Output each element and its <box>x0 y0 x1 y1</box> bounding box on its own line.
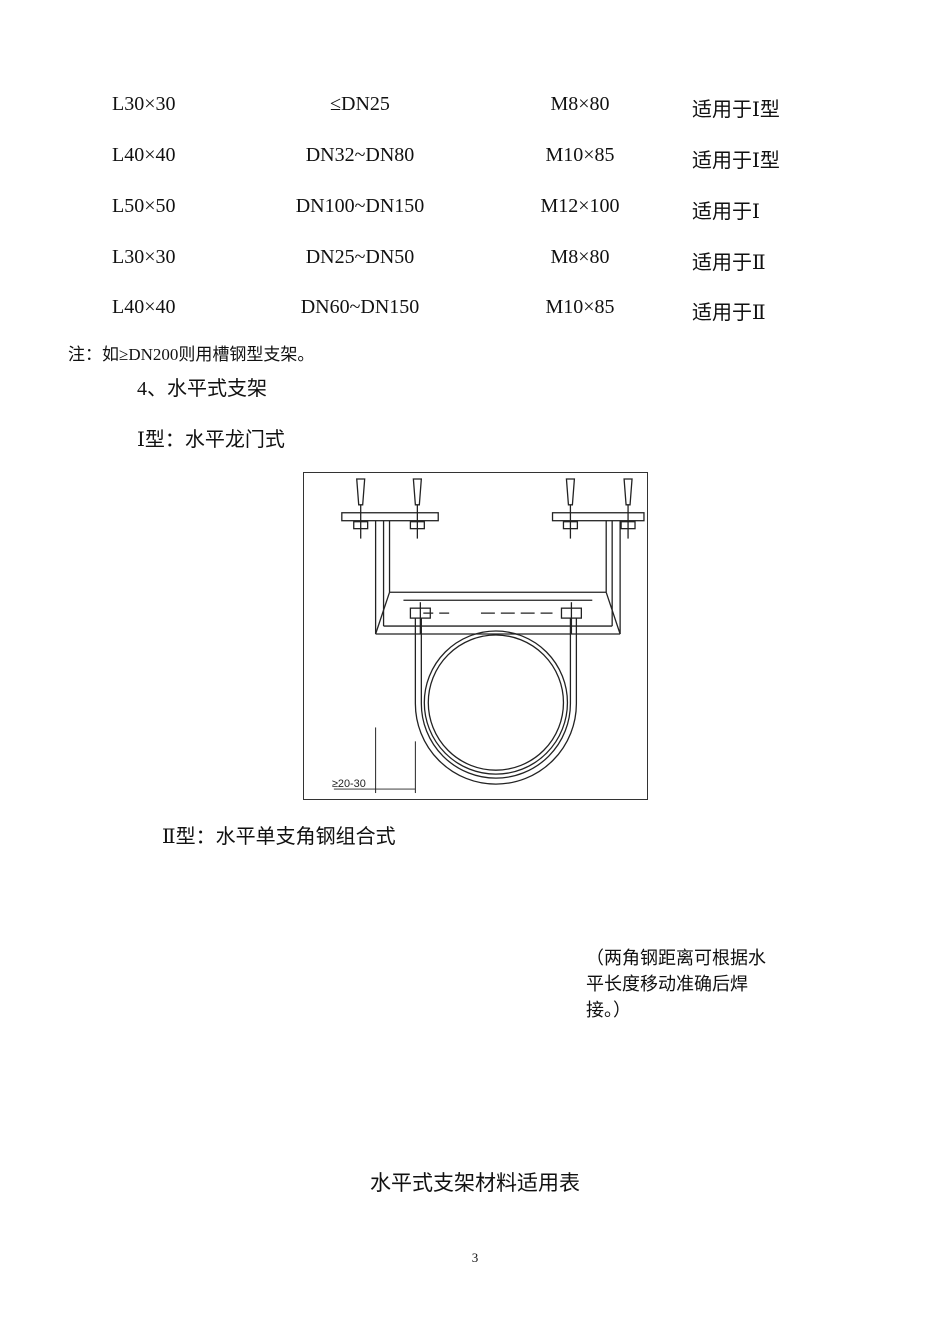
table-row: L50×50 DN100~DN150 M12×100 适用于Ⅰ <box>0 195 950 225</box>
page-number: 3 <box>471 1250 479 1265</box>
pipe-circle <box>423 630 569 775</box>
dimension-label: ≥20-30 <box>332 778 366 790</box>
bolt-cell: M12×100 <box>540 195 620 217</box>
applicability-cell: 适用于Ⅰ型 <box>692 150 780 172</box>
angle-steel-cell: L40×40 <box>112 144 176 166</box>
table-row: L30×30 DN25~DN50 M8×80 适用于Ⅱ <box>0 246 950 276</box>
pipe-range-cell: DN25~DN50 <box>305 246 415 268</box>
type1-label: Ⅰ型：水平龙门式 <box>137 429 285 451</box>
angle-steel-cell: L40×40 <box>112 296 176 318</box>
angle-steel-cell: L50×50 <box>112 195 176 217</box>
bolt-cell: M8×80 <box>550 246 610 268</box>
bolt-cell: M8×80 <box>550 93 610 115</box>
table-row: L40×40 DN32~DN80 M10×85 适用于Ⅰ型 <box>0 144 950 174</box>
type1-bracket-drawing: ≥20-30 <box>303 472 648 800</box>
pipe-range-cell: DN100~DN150 <box>295 195 425 217</box>
applicability-cell: 适用于Ⅰ <box>692 201 760 223</box>
table-row: L40×40 DN60~DN150 M10×85 适用于Ⅱ <box>0 296 950 326</box>
pipe-range-cell: DN32~DN80 <box>305 144 415 166</box>
remark-text: （两角钢距离可根据水平长度移动准确后焊接。） <box>586 948 766 1020</box>
bolt-cell: M10×85 <box>545 144 615 166</box>
note-text: 注：如≥DN200则用槽钢型支架。 <box>68 345 315 364</box>
u-bolt <box>414 618 578 785</box>
applicability-cell: 适用于Ⅱ <box>692 302 766 324</box>
type2-label: Ⅱ型：水平单支角钢组合式 <box>162 826 396 848</box>
right-anchor-bolts <box>551 478 645 539</box>
angle-steel-cell: L30×30 <box>112 93 176 115</box>
bolt-cell: M10×85 <box>545 296 615 318</box>
applicability-cell: 适用于Ⅱ <box>692 252 766 274</box>
table-row: L30×30 ≤DN25 M8×80 适用于Ⅰ型 <box>0 93 950 123</box>
pipe-range-cell: ≤DN25 <box>330 93 390 115</box>
section-heading: 4、水平式支架 <box>137 378 267 400</box>
angle-steel-frame <box>374 520 621 635</box>
table-title: 水平式支架材料适用表 <box>370 1171 580 1195</box>
applicability-cell: 适用于Ⅰ型 <box>692 99 780 121</box>
angle-steel-cell: L30×30 <box>112 246 176 268</box>
pipe-range-cell: DN60~DN150 <box>300 296 420 318</box>
